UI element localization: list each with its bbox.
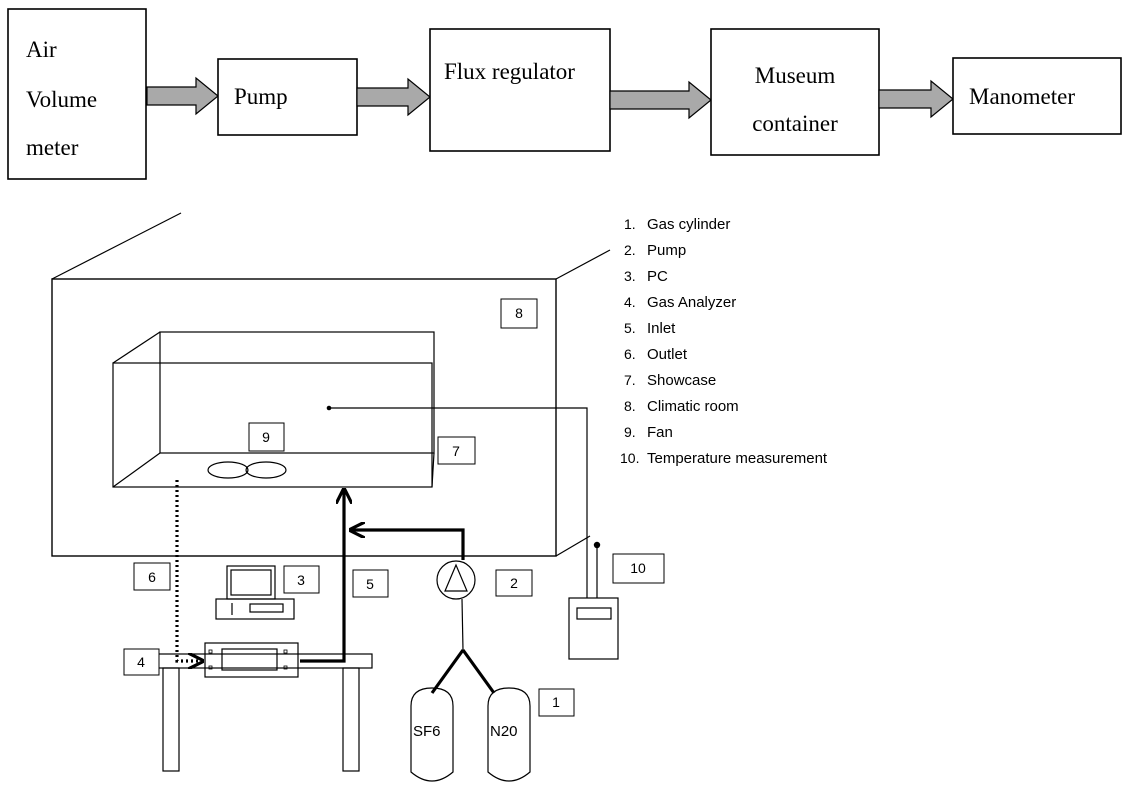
callout-8: 8 xyxy=(500,298,538,329)
callout-6: 6 xyxy=(133,562,171,591)
legend-item-label: Temperature measurement xyxy=(647,450,828,467)
temperature-probe-line xyxy=(326,405,588,598)
legend-item-label: Inlet xyxy=(647,320,676,337)
legend: 1. Gas cylinder 2. Pump 3. PC 4. Gas Analyzer 5.… xyxy=(620,216,828,467)
gas-cylinder-n20: N20 xyxy=(487,687,531,782)
legend-item-label: Showcase xyxy=(647,372,716,389)
showcase xyxy=(112,331,435,488)
legend-number: 6. xyxy=(624,346,636,362)
legend-number: 8. xyxy=(624,398,636,414)
svg-text:8: 8 xyxy=(515,305,523,321)
svg-text:10: 10 xyxy=(630,560,646,576)
flowchart: Air Volume meter Pump Flux regulator Mus… xyxy=(7,8,1122,180)
fan-icon xyxy=(207,461,287,479)
inlet-line xyxy=(300,491,465,663)
callout-2: 2 xyxy=(495,569,533,597)
block-text-line: Air xyxy=(26,37,57,62)
callout-3: 3 xyxy=(283,565,320,594)
flow-arrow xyxy=(609,80,712,120)
flow-arrow xyxy=(356,77,431,117)
block-text-line: Manometer xyxy=(969,84,1075,109)
setup-schematic: SF6 N20 xyxy=(51,212,665,782)
legend-number: 7. xyxy=(624,372,636,388)
legend-item-label: Climatic room xyxy=(647,398,739,415)
callout-4: 4 xyxy=(123,648,160,676)
table xyxy=(146,653,373,772)
gas-analyzer-icon xyxy=(204,642,299,678)
legend-number: 3. xyxy=(624,268,636,284)
callout-9: 9 xyxy=(248,422,285,452)
svg-text:6: 6 xyxy=(148,569,156,585)
outlet-line xyxy=(175,480,201,661)
svg-text:3: 3 xyxy=(297,572,305,588)
legend-item-label: Gas Analyzer xyxy=(647,294,736,311)
legend-item-label: Gas cylinder xyxy=(647,216,730,233)
legend-item-label: Pump xyxy=(647,242,686,259)
block-text-line: container xyxy=(752,111,838,136)
legend-item-label: Fan xyxy=(647,424,673,441)
pc-icon xyxy=(215,565,295,620)
svg-text:9: 9 xyxy=(262,429,270,445)
climatic-room xyxy=(51,212,611,557)
callout-5: 5 xyxy=(352,569,389,598)
pump-icon xyxy=(430,560,496,694)
legend-number: 2. xyxy=(624,242,636,258)
legend-number: 1. xyxy=(624,216,636,232)
svg-text:4: 4 xyxy=(137,654,145,670)
block-pump: Pump xyxy=(217,58,358,136)
flow-arrow xyxy=(878,79,954,119)
block-museum-container: Museum container xyxy=(710,28,880,156)
block-text-line: Pump xyxy=(234,84,288,109)
legend-number: 5. xyxy=(624,320,636,336)
block-text-line: meter xyxy=(26,135,79,160)
svg-text:1: 1 xyxy=(552,694,560,710)
legend-item-label: PC xyxy=(647,268,668,285)
block-text-line: Flux regulator xyxy=(444,59,575,84)
callout-10: 10 xyxy=(612,553,665,584)
block-text-line: Volume xyxy=(26,87,97,112)
svg-text:2: 2 xyxy=(510,575,518,591)
callout-7: 7 xyxy=(437,436,476,465)
callout-1: 1 xyxy=(538,688,575,717)
block-text-line: Museum xyxy=(755,63,836,88)
legend-number: 10. xyxy=(620,450,639,466)
svg-text:7: 7 xyxy=(452,443,460,459)
block-flux-regulator: Flux regulator xyxy=(429,28,611,152)
block-air-volume-meter: Air Volume meter xyxy=(7,8,147,180)
block-manometer: Manometer xyxy=(952,57,1122,135)
flow-arrow xyxy=(146,76,219,116)
legend-item-label: Outlet xyxy=(647,346,688,363)
cylinder-label-n20: N20 xyxy=(490,723,518,740)
legend-number: 4. xyxy=(624,294,636,310)
gas-cylinder-sf6: SF6 xyxy=(410,687,454,782)
svg-text:5: 5 xyxy=(366,576,374,592)
thermometer-device xyxy=(568,541,619,660)
cylinder-label-sf6: SF6 xyxy=(413,723,441,740)
legend-number: 9. xyxy=(624,424,636,440)
